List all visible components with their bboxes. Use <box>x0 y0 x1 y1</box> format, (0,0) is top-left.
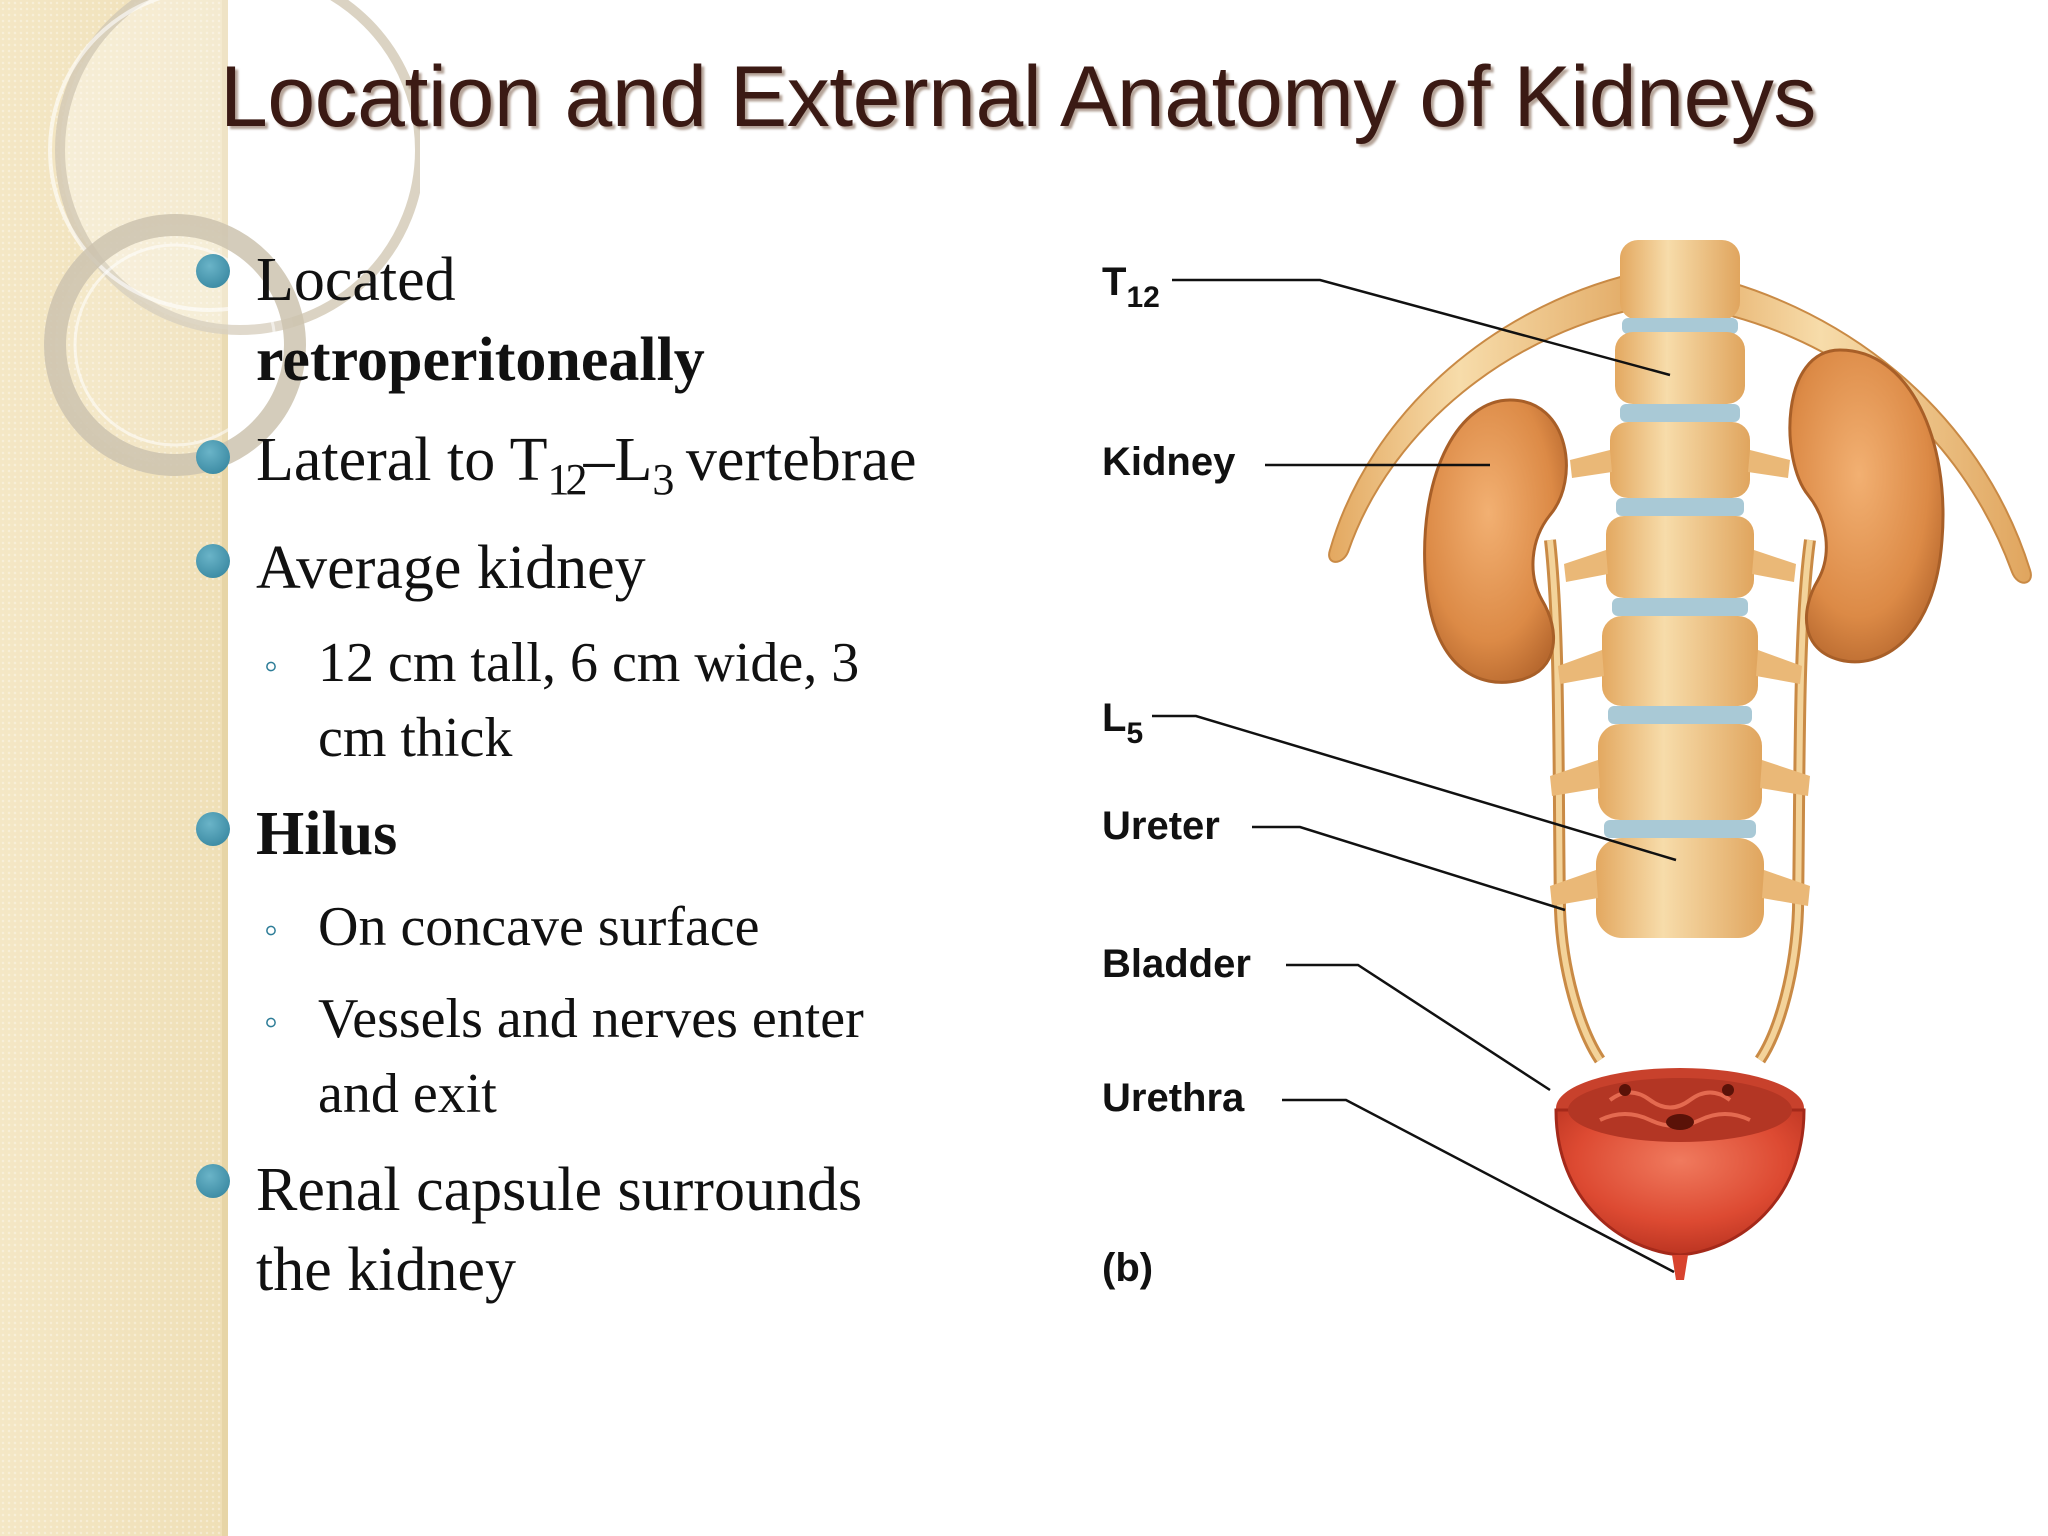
sub-bullet-text: cm thick <box>318 707 513 769</box>
sub-bullet-text: 12 cm tall, 6 cm wide, 3 <box>318 632 860 694</box>
bullet-lateral-vertebrae: Lateral to T12–L3 vertebrae <box>256 420 996 520</box>
bullet-dot <box>196 1164 230 1198</box>
bullet-located: Located retroperitoneally <box>256 240 996 400</box>
bullet-text-bold: Hilus <box>256 800 398 868</box>
label-t12: T12 <box>1102 260 1160 315</box>
kidney-anatomy-figure: T12 Kidney L5 Ureter Bladder Urethra (b) <box>1080 210 2040 1325</box>
anatomy-illustration <box>1152 240 2032 1280</box>
leader-lines <box>1152 278 1677 1274</box>
bullet-dot <box>196 254 230 288</box>
bullet-list: Located retroperitoneally Lateral to T12… <box>0 0 1000 1400</box>
bullet-text: Lateral to T <box>256 426 548 494</box>
bladder <box>1554 1068 1806 1280</box>
slide-title: Location and External Anatomy of Kidneys <box>220 49 1816 145</box>
leader-line-ureter <box>1252 825 1566 912</box>
label-text: T <box>1102 260 1127 304</box>
side-decorative-band <box>0 0 226 1536</box>
label-text: L <box>1102 696 1127 740</box>
bullet-hilus: Hilus <box>256 794 996 874</box>
label-subscript: 5 <box>1126 717 1144 750</box>
decorative-circles <box>44 0 420 476</box>
leader-line-bladder <box>1286 963 1551 1092</box>
sub-bullet-vessels: Vessels and nerves enter and exit <box>318 982 998 1132</box>
sub-bullet-text: and exit <box>318 1063 497 1125</box>
bullet-text: Renal capsule surrounds <box>256 1156 863 1224</box>
bullet-text: vertebrae <box>670 426 917 494</box>
label-panel-b: (b) <box>1102 1246 1154 1290</box>
label-bladder: Bladder <box>1102 942 1251 986</box>
bullet-text-bold: retroperitoneally <box>256 326 705 394</box>
label-ureter: Ureter <box>1102 804 1220 848</box>
label-kidney: Kidney <box>1102 440 1236 484</box>
bullet-text: the kidney <box>256 1236 516 1304</box>
sub-bullet-dimensions: 12 cm tall, 6 cm wide, 3 cm thick <box>318 626 998 776</box>
bullet-text: –L <box>583 426 653 494</box>
bullet-dot <box>196 440 230 474</box>
leader-line-t12 <box>1172 278 1671 377</box>
sub-bullet-marker: ◦ <box>264 907 279 952</box>
sub-bullet-marker: ◦ <box>264 643 279 688</box>
leader-line-l5 <box>1152 714 1677 862</box>
bullet-dot <box>196 812 230 846</box>
sub-bullet-marker: ◦ <box>264 999 279 1044</box>
label-subscript: 12 <box>1126 281 1160 314</box>
label-l5: L5 <box>1102 696 1143 751</box>
side-band-edge <box>222 0 228 1536</box>
bullet-text: Located <box>256 246 456 314</box>
bullet-renal-capsule: Renal capsule surrounds the kidney <box>256 1150 996 1310</box>
bullet-dot <box>196 544 230 578</box>
label-urethra: Urethra <box>1102 1076 1245 1120</box>
sub-bullet-concave: On concave surface <box>318 896 760 958</box>
kidneys <box>1423 348 1945 684</box>
vertebral-column <box>1550 240 1810 938</box>
subscript-12: 12 <box>547 455 588 504</box>
subscript-3: 3 <box>652 455 674 504</box>
bullet-average-kidney: Average kidney <box>256 534 646 602</box>
sub-bullet-text: Vessels and nerves enter <box>318 988 864 1050</box>
ureters <box>1544 539 1816 1064</box>
leader-line-urethra <box>1282 1098 1675 1274</box>
